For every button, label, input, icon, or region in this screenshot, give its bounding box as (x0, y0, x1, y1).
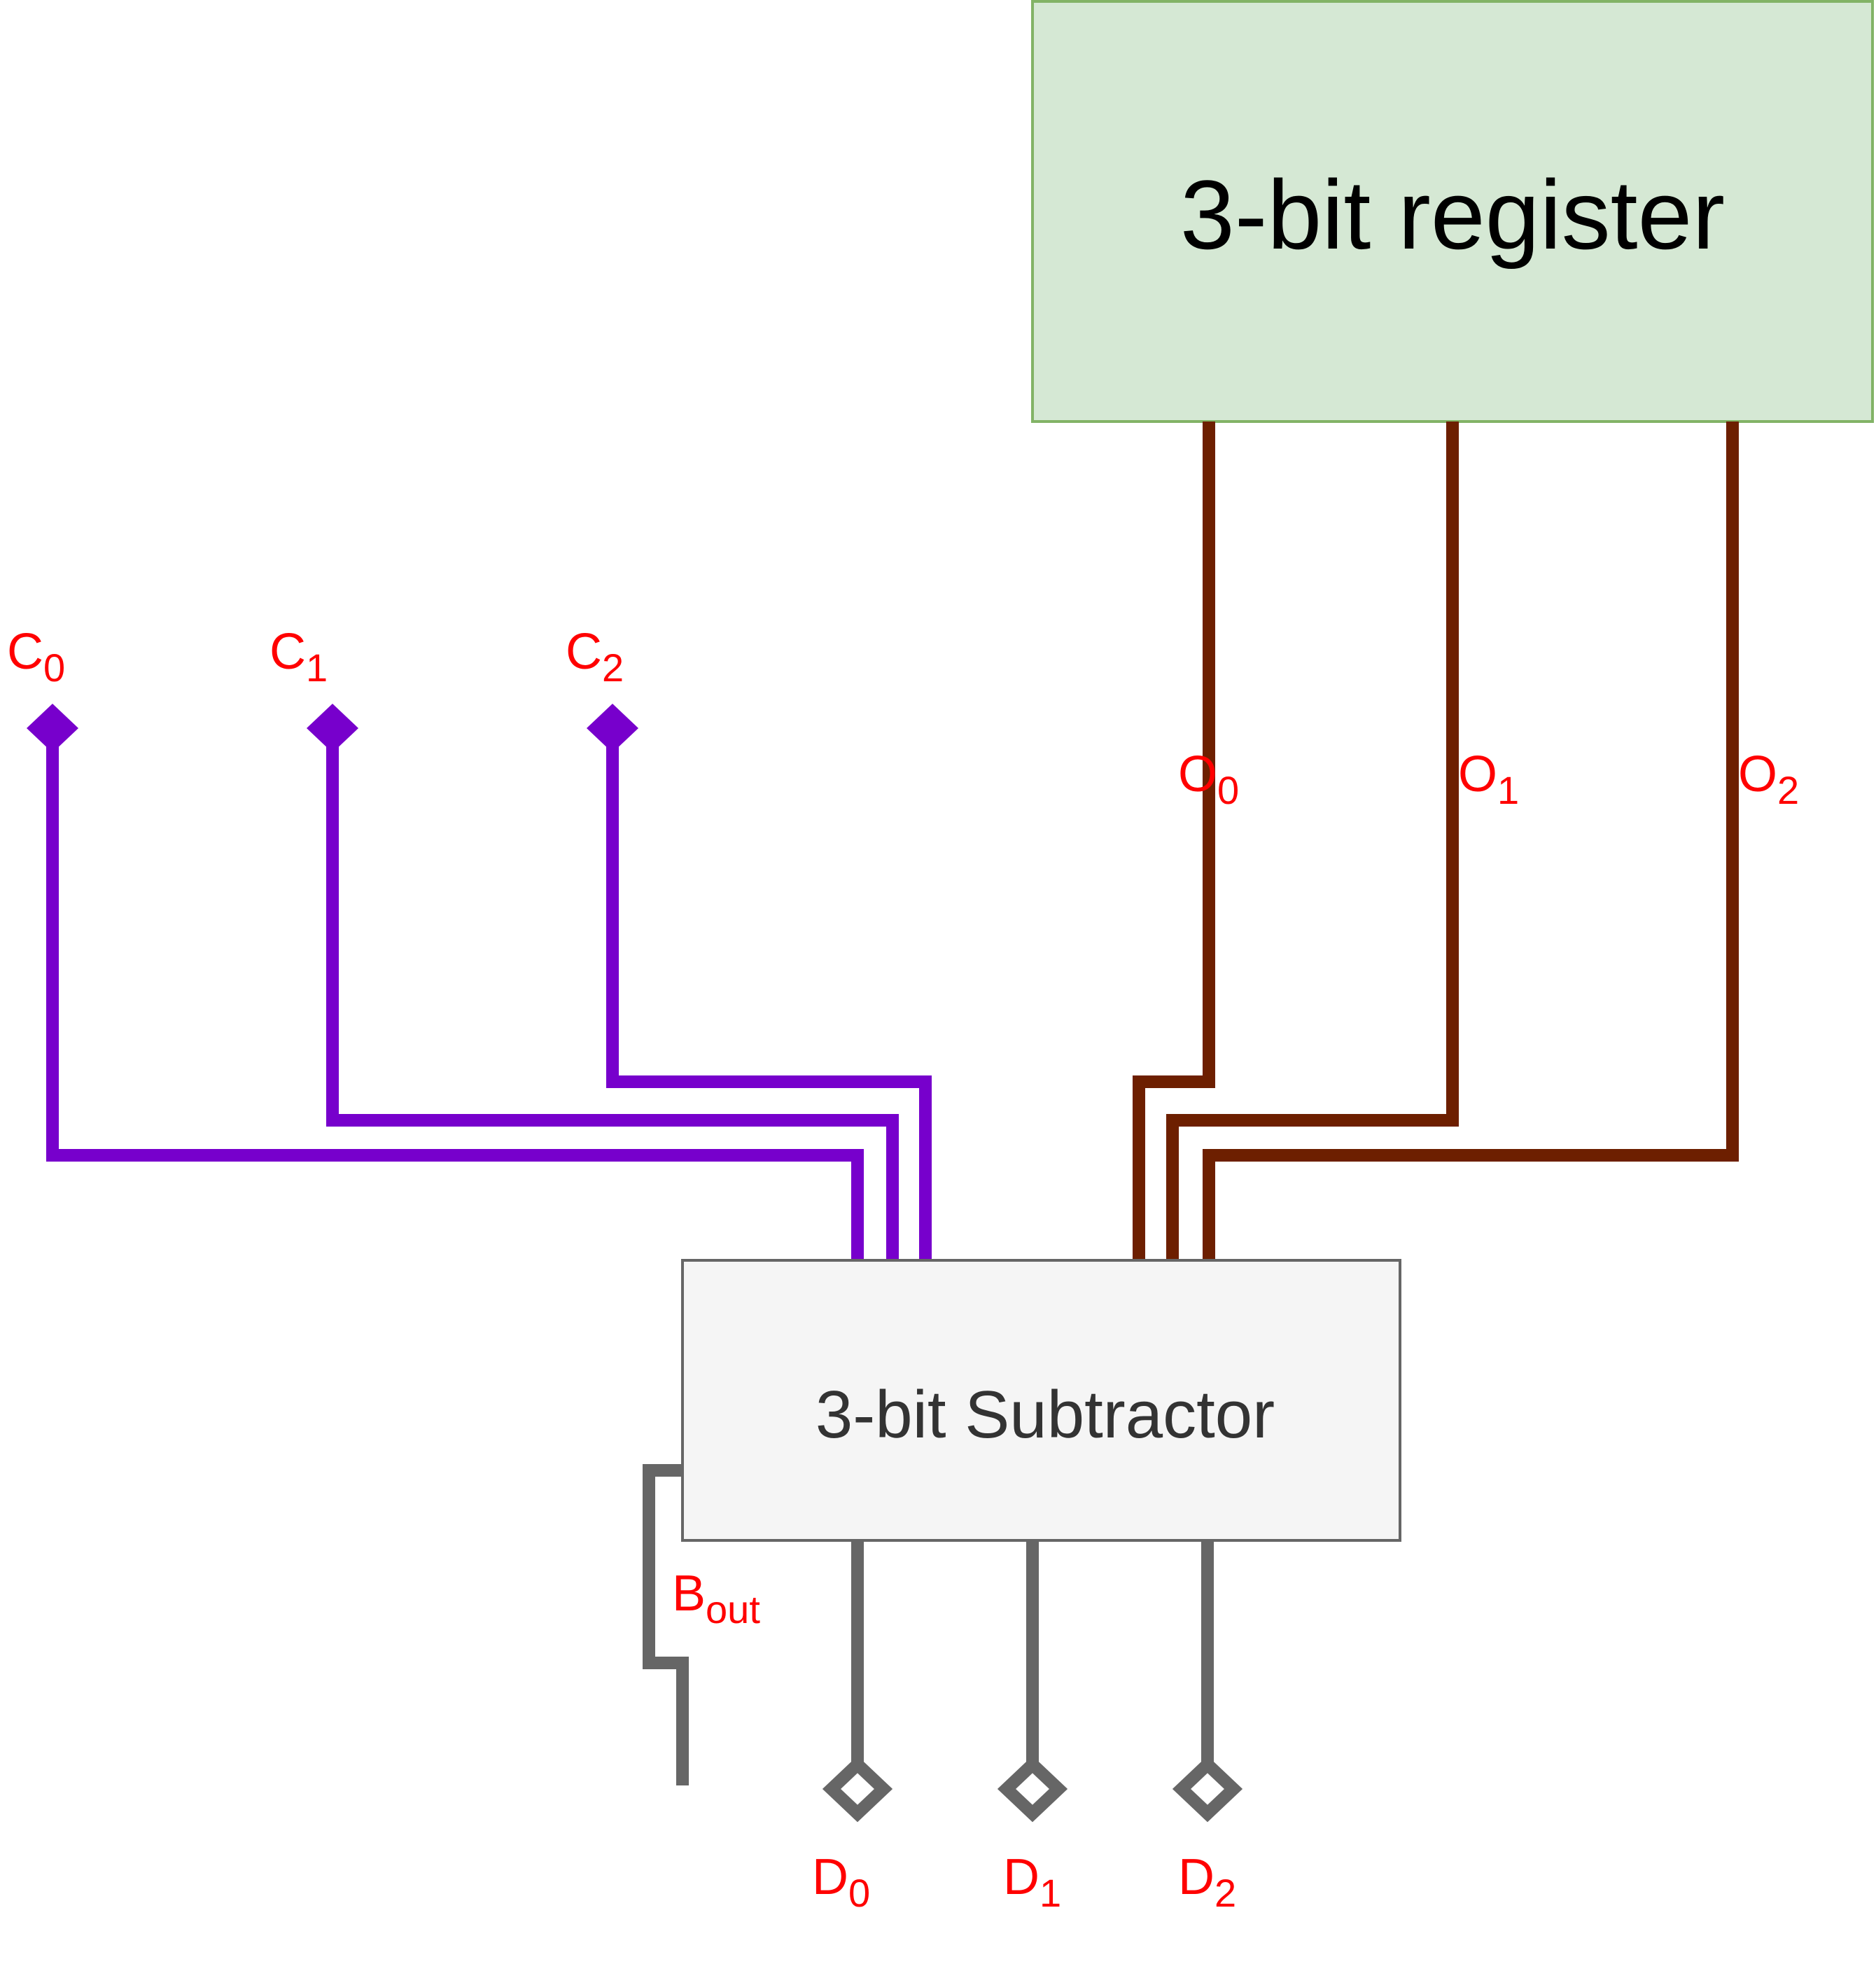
label-d0: D0 (812, 1849, 870, 1915)
wire-o2 (1203, 422, 1739, 1260)
subtractor-title: 3-bit Subtractor (816, 1377, 1275, 1452)
register-block[interactable] (1031, 0, 1874, 423)
label-d2: D2 (1178, 1849, 1236, 1915)
label-c2: C2 (566, 624, 624, 690)
port-d2[interactable] (1172, 1755, 1243, 1823)
label-c0: C0 (7, 624, 65, 690)
port-c1[interactable] (307, 704, 358, 753)
port-d0[interactable] (822, 1755, 893, 1823)
wire-o1 (1166, 422, 1459, 1260)
label-bout: Bout (672, 1566, 760, 1631)
port-c2[interactable] (587, 704, 638, 753)
wire-c1 (326, 728, 899, 1260)
label-o2: O2 (1738, 746, 1799, 812)
wire-bout (643, 1464, 689, 1785)
label-o0: O0 (1178, 746, 1239, 812)
label-d1: D1 (1003, 1849, 1061, 1915)
subtractor-block[interactable] (681, 1259, 1401, 1542)
label-c1: C1 (270, 624, 328, 690)
wire-c2 (606, 728, 932, 1260)
label-o1: O1 (1458, 746, 1519, 812)
port-d1[interactable] (997, 1755, 1068, 1823)
wire-c0 (46, 728, 864, 1260)
register-title: 3-bit register (1180, 160, 1725, 270)
port-c0[interactable] (27, 704, 78, 753)
wire-o0 (1133, 422, 1215, 1260)
